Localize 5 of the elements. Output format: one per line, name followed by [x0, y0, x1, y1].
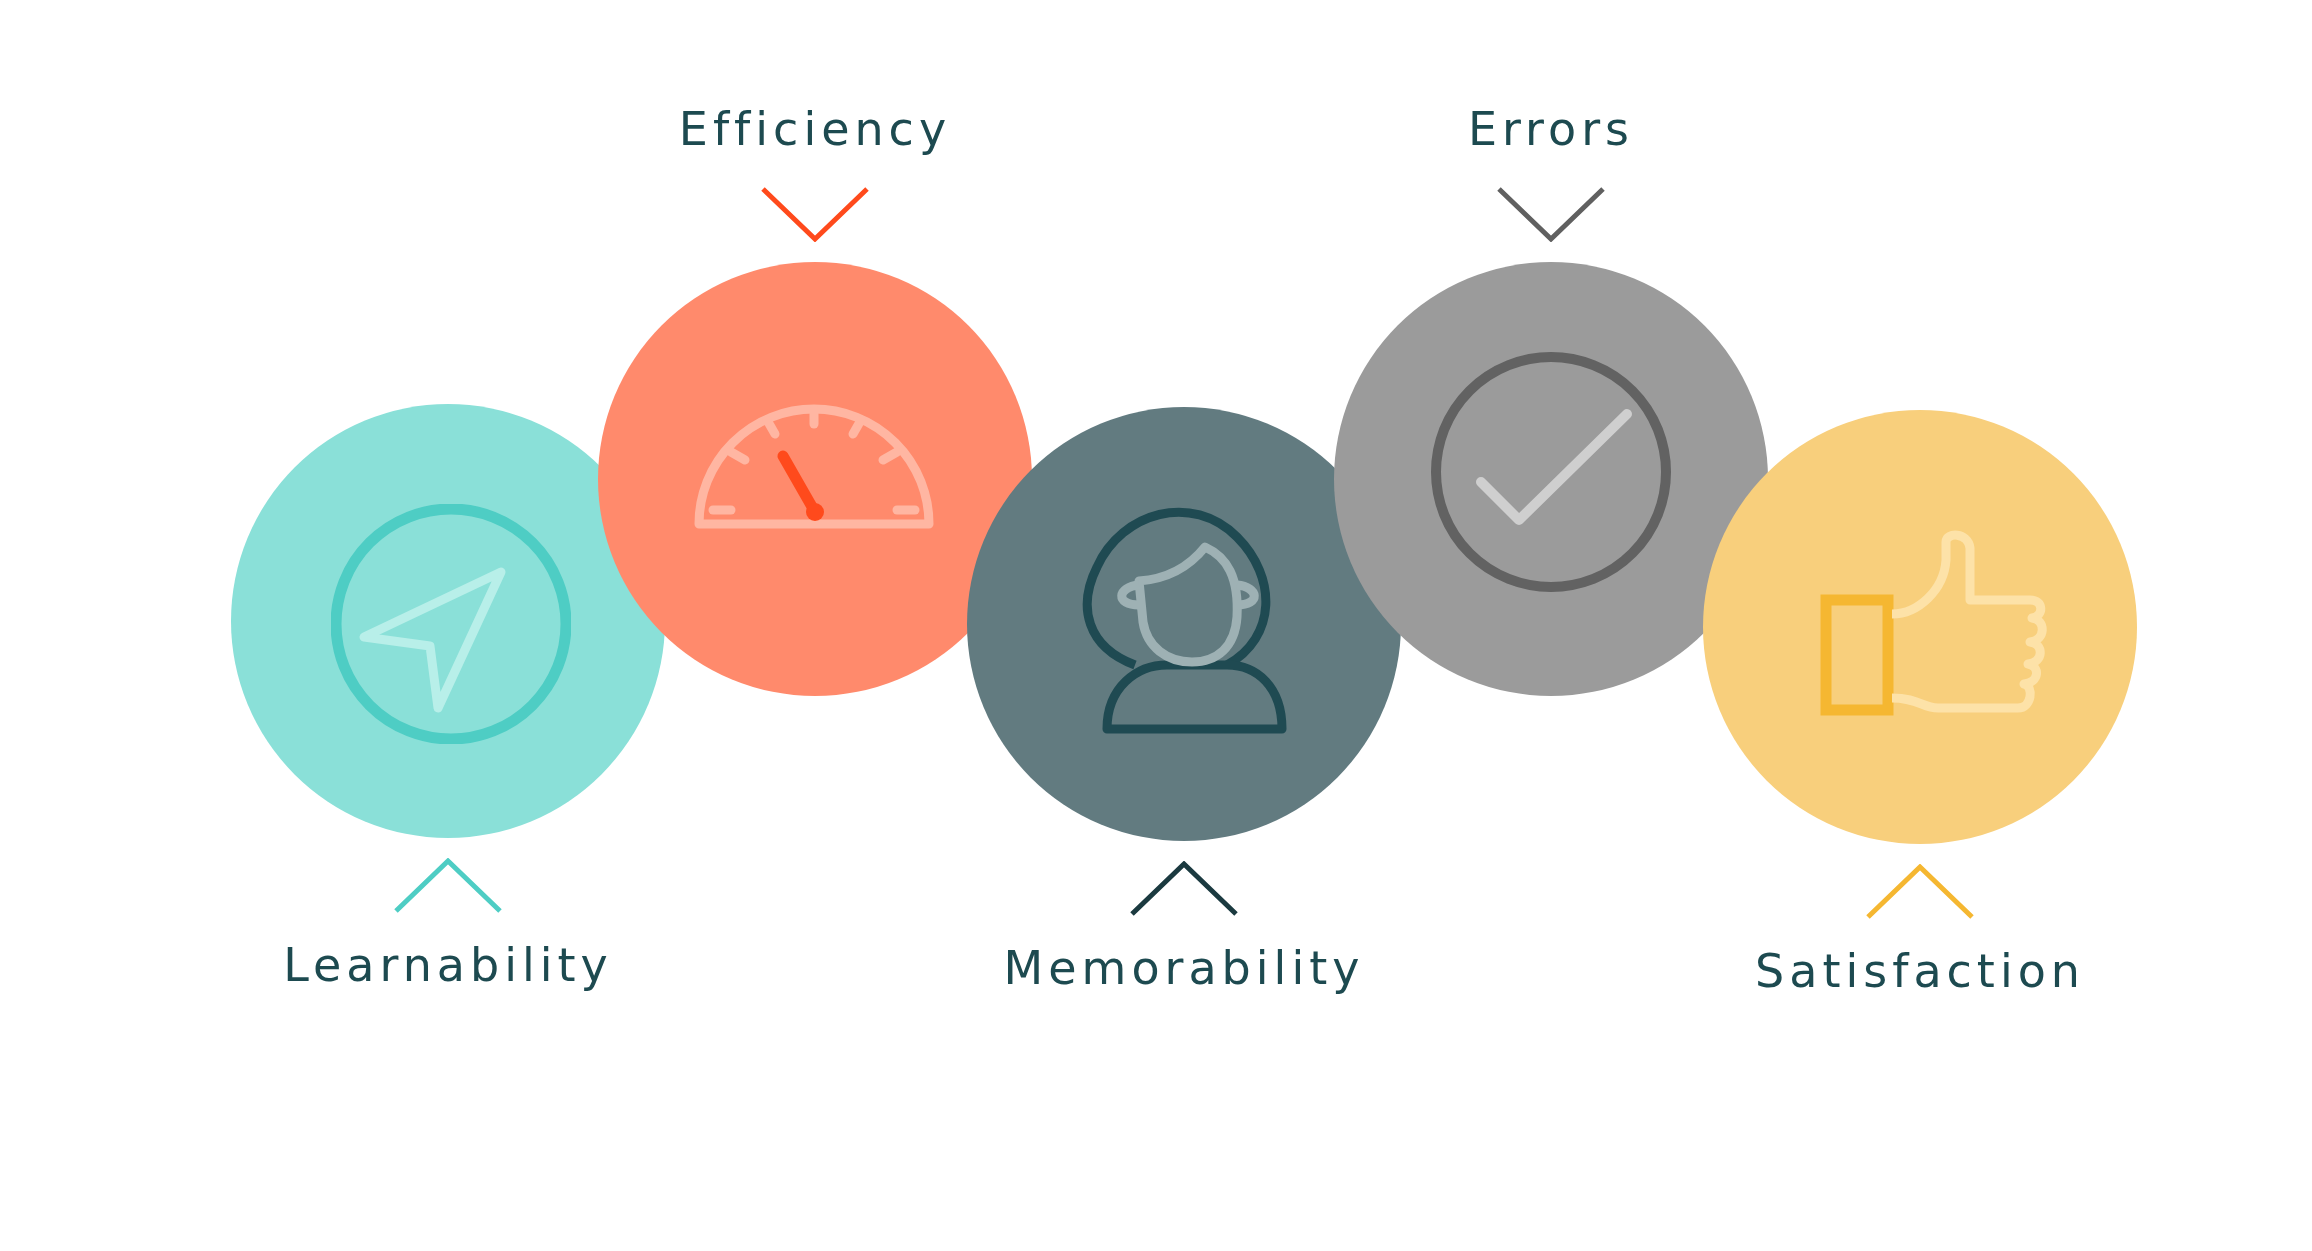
category-heading: Satisfaction [1754, 944, 2086, 998]
category-heading: Learnability [282, 938, 614, 992]
category-heading: Memorability [1002, 941, 1366, 995]
category-heading: Efficiency [677, 102, 953, 156]
category-heading: Errors [1466, 102, 1636, 156]
